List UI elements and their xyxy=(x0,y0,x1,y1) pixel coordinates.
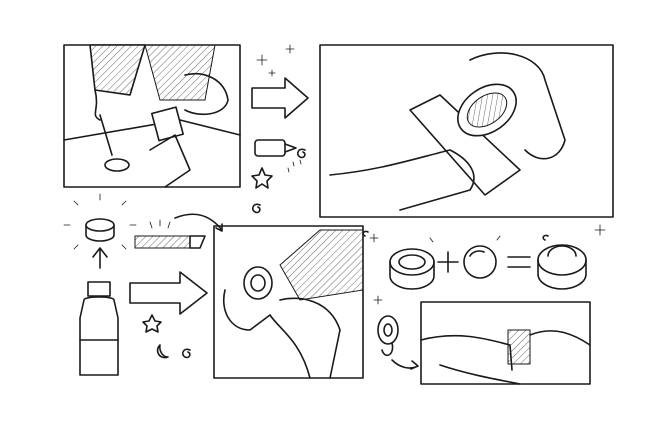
swirl-icon xyxy=(297,148,306,159)
panel-taping-joint xyxy=(420,301,591,385)
moon-icon xyxy=(156,344,169,359)
panel-cutting-cap xyxy=(213,225,364,379)
equals-icon xyxy=(507,256,531,268)
plus-icon xyxy=(437,251,459,273)
ring-fitting-icon xyxy=(389,248,435,290)
panel-pipe-joining xyxy=(319,44,614,218)
swirl-icon xyxy=(182,348,191,359)
cap-icon xyxy=(63,193,137,250)
knife-icon xyxy=(134,219,206,249)
bottle-icon xyxy=(79,281,119,376)
panel-glue-application xyxy=(63,44,241,188)
arrow-right-icon xyxy=(251,77,309,119)
curved-arrow-icon xyxy=(174,213,223,232)
dome-icon xyxy=(463,245,497,279)
star-icon xyxy=(142,314,162,333)
glue-tube-icon xyxy=(254,139,302,173)
sparkles xyxy=(256,44,295,77)
tape-roll-icon xyxy=(377,315,399,357)
combined-fitting-icon xyxy=(537,244,587,290)
swirl-icon xyxy=(252,203,261,214)
arrow-right-icon xyxy=(129,271,208,315)
arrow-up-icon xyxy=(92,247,108,269)
equation-row xyxy=(362,224,606,290)
arrow-right-icon xyxy=(391,359,419,370)
star-icon xyxy=(251,167,273,189)
